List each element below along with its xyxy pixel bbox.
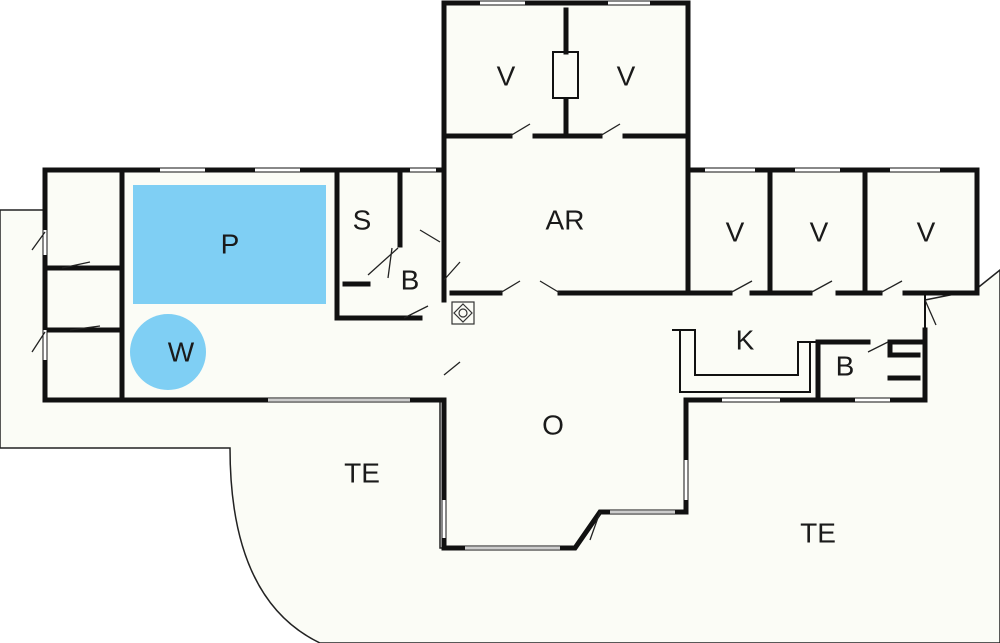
interior-walls — [47, 7, 928, 403]
room-label-bath-1: B — [401, 264, 420, 295]
room-label-bedroom-3: V — [726, 216, 745, 247]
windows — [43, 1, 940, 550]
house-floor — [45, 3, 977, 548]
room-label-terrace-left: TE — [344, 457, 380, 488]
room-label-activity-room: AR — [546, 204, 585, 235]
room-label-bedroom-5: V — [917, 216, 936, 247]
room-label-bedroom-4: V — [810, 216, 829, 247]
room-label-bath-2: B — [836, 350, 855, 381]
room-label-living: O — [542, 409, 564, 440]
room-label-whirlpool: W — [168, 336, 195, 367]
whirlpool — [130, 314, 206, 390]
door-swings — [31, 123, 937, 541]
room-label-sauna: S — [353, 204, 372, 235]
stove-icon — [451, 301, 475, 325]
room-label-bedroom-2: V — [617, 60, 636, 91]
room-label-terrace-right: TE — [800, 517, 836, 548]
room-label-kitchen: K — [736, 324, 755, 355]
pool — [133, 185, 326, 304]
room-label-bedroom-1: V — [497, 60, 516, 91]
room-label-pool: P — [221, 228, 240, 259]
